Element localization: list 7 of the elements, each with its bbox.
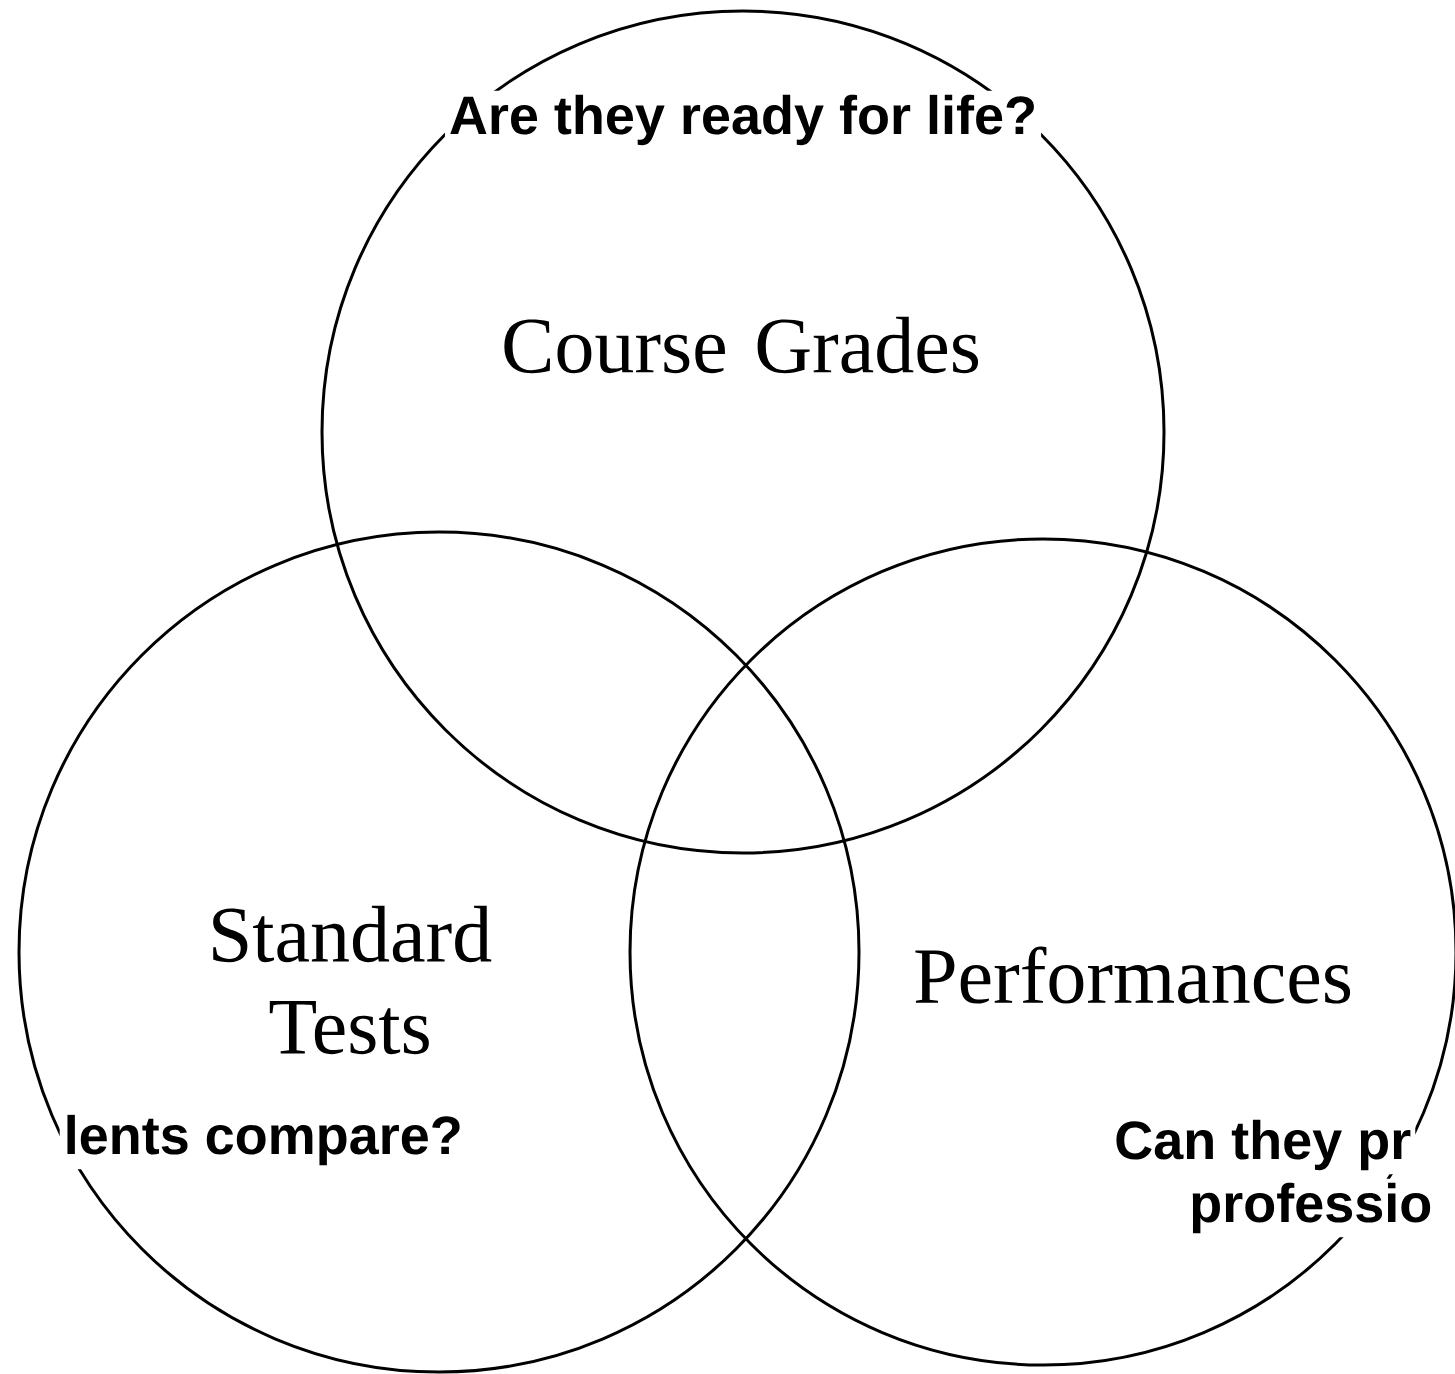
question-label: Are they ready for life? (444, 90, 1042, 150)
question-label: Can they pr (1110, 1115, 1416, 1175)
circle-label: Performances (915, 946, 1351, 1004)
circle-label: Course Grades (504, 316, 979, 374)
question-label: professio (1185, 1178, 1437, 1238)
question-label: lents compare? (59, 1110, 467, 1170)
circle-label: Standard Tests (213, 905, 492, 1055)
